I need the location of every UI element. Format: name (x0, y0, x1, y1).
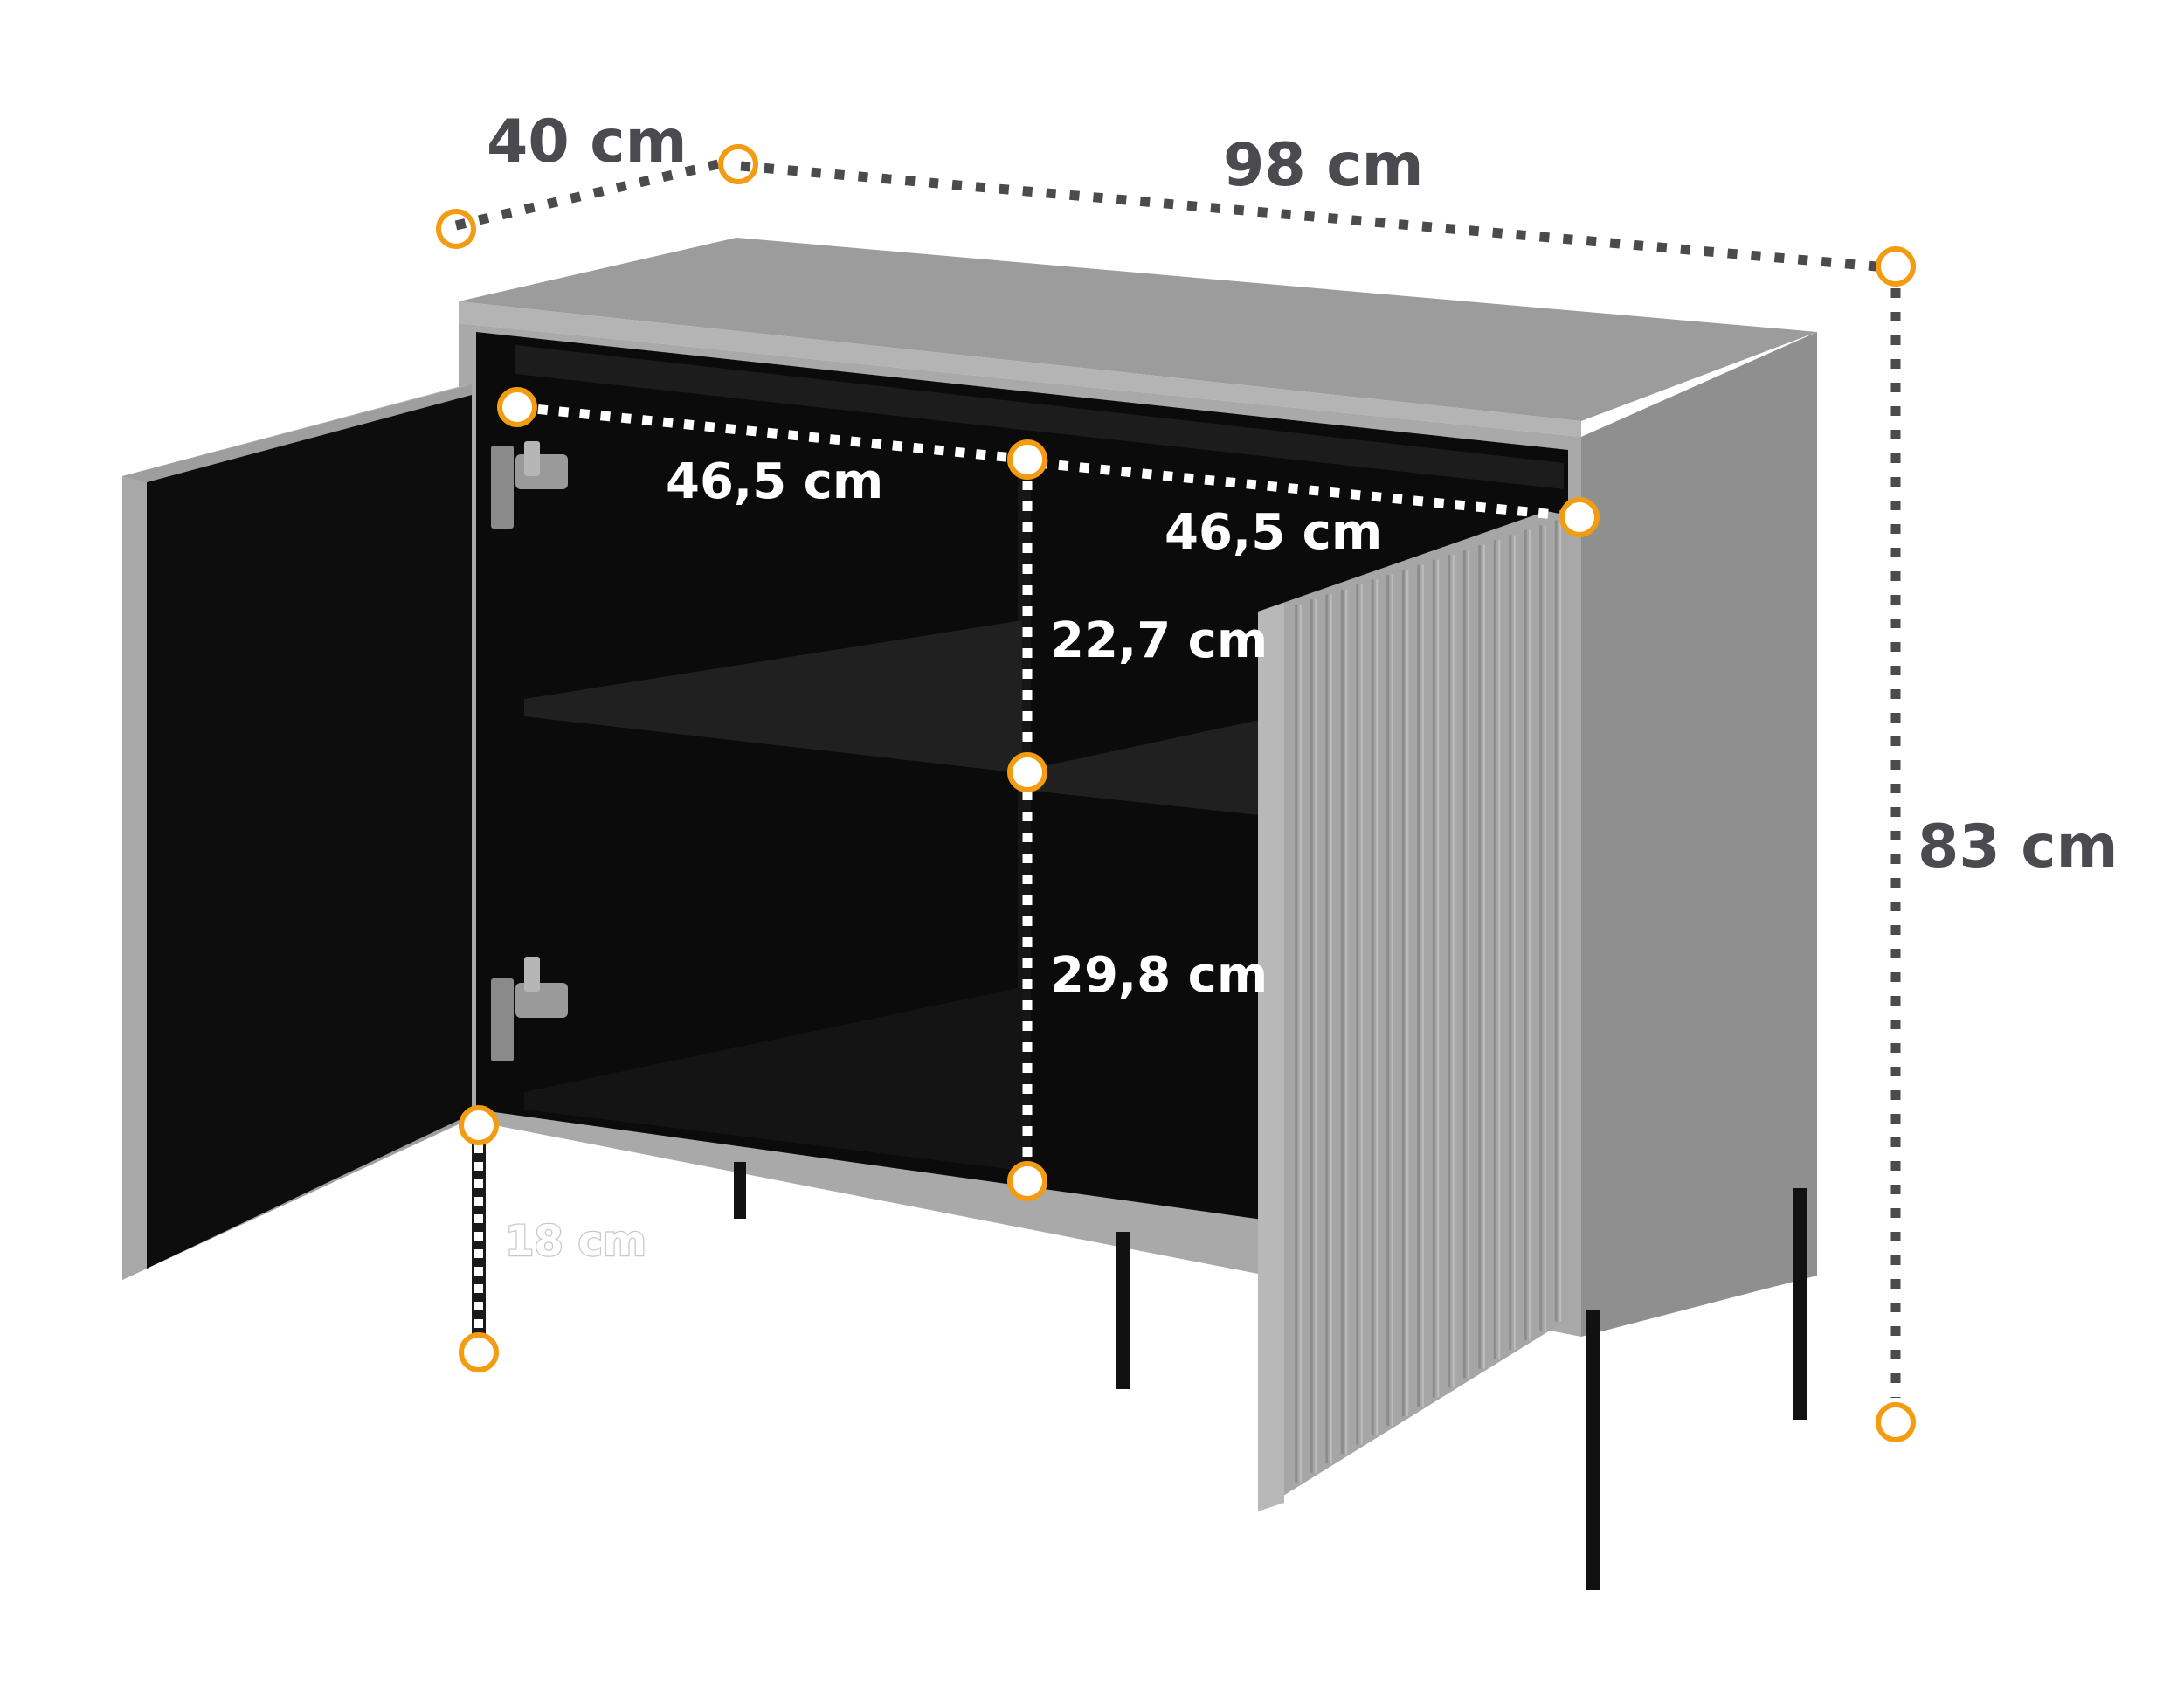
shelf-left (524, 620, 1022, 773)
label-leg-height: 18 cm (505, 1217, 646, 1266)
label-left-inner-width: 46,5 cm (666, 453, 883, 510)
marker-inner-right (1559, 497, 1600, 537)
label-depth: 40 cm (487, 107, 687, 176)
marker-bottom (1007, 1161, 1047, 1201)
cabinet-top (459, 238, 1817, 421)
cabinet-top-edge (459, 301, 1581, 437)
marker-depth-end (718, 144, 758, 184)
right-door (1258, 511, 1568, 1511)
left-door-inner-panel (147, 395, 472, 1269)
shelf-right (1031, 716, 1275, 817)
marker-leg-bottom (459, 1332, 499, 1372)
label-upper-compartment: 22,7 cm (1050, 612, 1268, 669)
hinge-top (491, 441, 568, 529)
interior-top-rail (515, 345, 1564, 489)
left-door-outer-strip (122, 476, 147, 1280)
marker-leg-top (459, 1105, 499, 1145)
leg-front-right (1586, 1310, 1600, 1590)
leg-front-left (734, 1162, 746, 1219)
marker-width-end (1876, 246, 1916, 287)
label-right-inner-width: 46,5 cm (1165, 504, 1382, 561)
leg-front-mid (1116, 1232, 1130, 1389)
marker-inner-left (497, 387, 537, 427)
dimension-labels: 40 cm 98 cm 83 cm 46,5 cm 46,5 cm 22,7 c… (487, 107, 2118, 1267)
cabinet-right-side (1581, 332, 1817, 1337)
marker-height-end (1876, 1402, 1916, 1442)
label-lower-compartment: 29,8 cm (1050, 947, 1268, 1004)
hinge-bottom (491, 957, 568, 1061)
marker-shelf (1007, 752, 1047, 792)
shelf-bottom-left (524, 987, 1022, 1171)
right-door-flutes (1295, 520, 1562, 1483)
marker-depth-start (436, 209, 476, 249)
right-door-side (1258, 603, 1284, 1511)
label-height: 83 cm (1918, 812, 2118, 882)
dimension-lines (454, 159, 1901, 1398)
sideboard-illustration (122, 238, 1817, 1590)
label-width: 98 cm (1223, 131, 1423, 200)
marker-inner-center (1007, 439, 1047, 480)
leg-back-right (1793, 1188, 1807, 1420)
dimension-markers (436, 144, 1916, 1442)
